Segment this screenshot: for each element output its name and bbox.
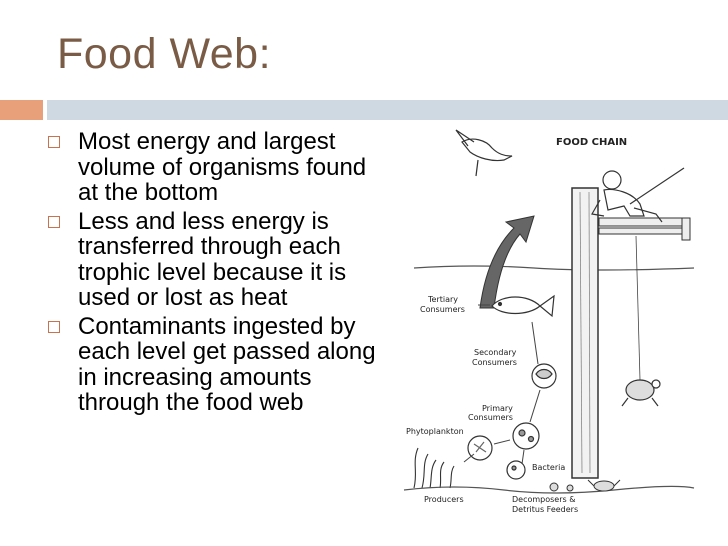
arrow-up-icon bbox=[479, 215, 535, 309]
label-phytoplankton: Phytoplankton bbox=[406, 427, 464, 436]
bullet-box-icon bbox=[48, 215, 60, 228]
fishing-line bbox=[635, 235, 641, 381]
secondary-consumer-icon bbox=[531, 363, 557, 389]
bird-icon bbox=[455, 129, 513, 177]
bullet-item: Most energy and largest volume of organi… bbox=[48, 129, 378, 206]
bacteria-icon bbox=[506, 460, 526, 480]
water-surface bbox=[413, 265, 695, 271]
label-primary-1: Primary bbox=[482, 404, 513, 413]
label-secondary-2: Consumers bbox=[472, 358, 517, 367]
crab-icon bbox=[587, 479, 621, 492]
bullet-item: Contaminants ingested by each level get … bbox=[48, 312, 378, 416]
bullet-text: Most energy and largest volume of organi… bbox=[78, 128, 367, 206]
figure-title: FOOD CHAIN bbox=[556, 137, 627, 148]
label-tertiary-1: Tertiary bbox=[427, 295, 458, 304]
fisherman-icon bbox=[591, 167, 685, 223]
bullet-text: Less and less energy is transferred thro… bbox=[78, 207, 347, 311]
divider-bar bbox=[47, 100, 728, 120]
label-decomposers-2: Detritus Feeders bbox=[512, 505, 578, 514]
label-decomposers-1: Decomposers & bbox=[512, 495, 575, 504]
sea-floor bbox=[403, 485, 695, 494]
slide-title: Food Web: bbox=[57, 30, 272, 78]
dock-planks bbox=[598, 217, 691, 241]
seaweed-icon bbox=[413, 447, 455, 489]
accent-bar bbox=[0, 100, 43, 120]
label-secondary-1: Secondary bbox=[474, 348, 517, 357]
label-primary-2: Consumers bbox=[468, 413, 513, 422]
fish-icon bbox=[491, 294, 555, 318]
bullet-box-icon bbox=[48, 136, 60, 148]
label-bacteria: Bacteria bbox=[532, 463, 565, 472]
dock-post bbox=[571, 187, 599, 479]
food-chain-illustration: FOOD CHAIN bbox=[394, 118, 704, 518]
label-producers: Producers bbox=[424, 495, 464, 504]
bullet-item: Less and less energy is transferred thro… bbox=[48, 207, 378, 311]
snail-icon bbox=[549, 482, 574, 492]
bullet-text: Contaminants ingested by each level get … bbox=[78, 312, 376, 416]
food-chain-diagram: FOOD CHAIN bbox=[403, 129, 695, 514]
primary-consumer-icon bbox=[512, 422, 540, 450]
bullet-box-icon bbox=[48, 320, 60, 333]
label-tertiary-2: Consumers bbox=[420, 305, 465, 314]
bullet-list: Most energy and largest volume of organi… bbox=[48, 129, 378, 419]
turtle-icon bbox=[621, 379, 661, 407]
flow-arrows bbox=[463, 321, 541, 465]
